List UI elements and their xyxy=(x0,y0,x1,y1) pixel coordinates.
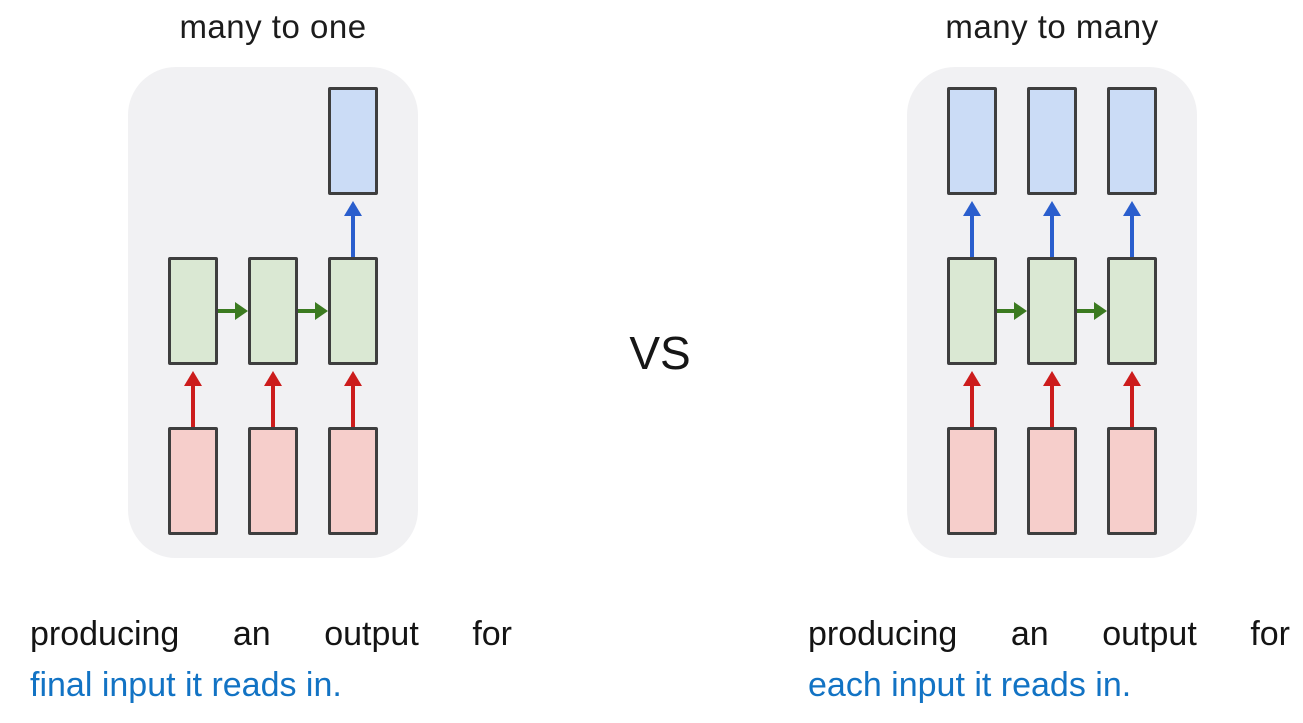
arrow-stem xyxy=(997,309,1014,313)
arrow-head xyxy=(264,371,282,386)
arrow-head xyxy=(1014,302,1027,320)
input-box xyxy=(1027,427,1077,535)
input-box xyxy=(1107,427,1157,535)
hidden-to-hidden-arrow xyxy=(298,302,328,320)
arrow-stem xyxy=(1050,386,1054,427)
arrow-stem xyxy=(298,309,315,313)
hidden-to-output-arrow xyxy=(1043,201,1061,257)
left-diagram-title: many to one xyxy=(179,8,367,45)
arrow-head xyxy=(1043,371,1061,386)
arrow-stem xyxy=(191,386,195,427)
hidden-box xyxy=(1027,257,1077,365)
arrow-head xyxy=(1043,201,1061,216)
left-caption-line2: final input it reads in. xyxy=(30,666,342,704)
input-to-hidden-arrow xyxy=(963,371,981,427)
hidden-to-output-arrow xyxy=(1123,201,1141,257)
arrow-stem xyxy=(1050,216,1054,257)
vs-label: VS xyxy=(629,327,691,379)
arrow-head xyxy=(184,371,202,386)
arrow-stem xyxy=(1077,309,1094,313)
arrow-head xyxy=(1094,302,1107,320)
hidden-box xyxy=(328,257,378,365)
input-box xyxy=(248,427,298,535)
arrow-head xyxy=(344,371,362,386)
arrow-stem xyxy=(351,216,355,257)
input-to-hidden-arrow xyxy=(1043,371,1061,427)
output-box xyxy=(1107,87,1157,195)
arrow-stem xyxy=(970,216,974,257)
output-box xyxy=(1027,87,1077,195)
hidden-box xyxy=(248,257,298,365)
arrow-head xyxy=(344,201,362,216)
right-caption: producing an output for each input it re… xyxy=(808,609,1290,711)
input-box xyxy=(328,427,378,535)
input-to-hidden-arrow xyxy=(184,371,202,427)
input-to-hidden-arrow xyxy=(264,371,282,427)
hidden-box xyxy=(1107,257,1157,365)
arrow-head xyxy=(963,201,981,216)
left-caption-line1: producing an output for xyxy=(30,615,512,653)
hidden-box xyxy=(168,257,218,365)
arrow-stem xyxy=(351,386,355,427)
many-to-one-panel xyxy=(128,67,418,558)
arrow-head xyxy=(963,371,981,386)
arrow-head xyxy=(315,302,328,320)
input-to-hidden-arrow xyxy=(1123,371,1141,427)
output-box xyxy=(947,87,997,195)
hidden-box xyxy=(947,257,997,365)
right-diagram-title: many to many xyxy=(945,8,1159,45)
arrow-stem xyxy=(271,386,275,427)
input-to-hidden-arrow xyxy=(344,371,362,427)
hidden-to-output-arrow xyxy=(963,201,981,257)
right-caption-line1: producing an output for xyxy=(808,615,1290,653)
hidden-to-hidden-arrow xyxy=(997,302,1027,320)
left-caption: producing an output for final input it r… xyxy=(30,609,512,711)
arrow-head xyxy=(1123,201,1141,216)
input-box xyxy=(947,427,997,535)
arrow-stem xyxy=(970,386,974,427)
hidden-to-output-arrow xyxy=(344,201,362,257)
input-box xyxy=(168,427,218,535)
arrow-head xyxy=(1123,371,1141,386)
many-to-many-panel xyxy=(907,67,1197,558)
hidden-to-hidden-arrow xyxy=(218,302,248,320)
output-box xyxy=(328,87,378,195)
right-caption-line2: each input it reads in. xyxy=(808,666,1132,704)
arrow-stem xyxy=(1130,386,1134,427)
arrow-stem xyxy=(1130,216,1134,257)
hidden-to-hidden-arrow xyxy=(1077,302,1107,320)
arrow-head xyxy=(235,302,248,320)
arrow-stem xyxy=(218,309,235,313)
